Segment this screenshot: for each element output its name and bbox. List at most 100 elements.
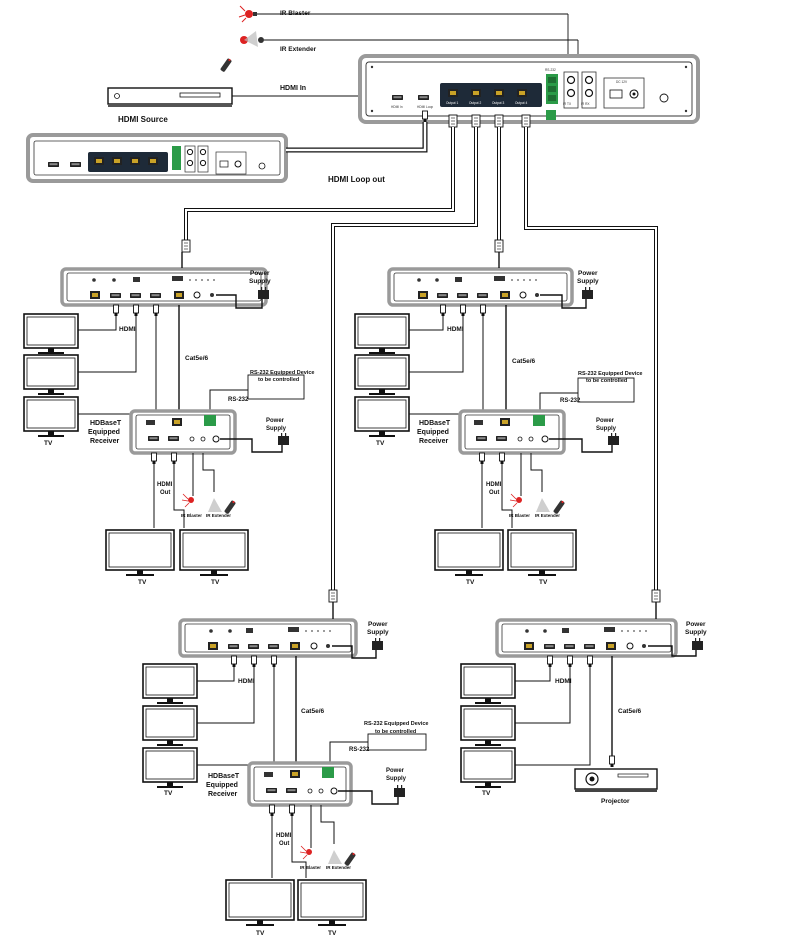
svg-text:TV: TV — [539, 579, 548, 586]
power-adapter-b — [582, 287, 593, 299]
svg-text:Cat5e/6: Cat5e/6 — [301, 708, 325, 715]
hdbaset-receiver-a — [129, 409, 237, 455]
rs232-plug — [546, 110, 556, 120]
svg-text:Cat5e/6: Cat5e/6 — [618, 708, 642, 715]
splitter-block-d — [495, 618, 678, 658]
rj45-plug-a — [181, 239, 191, 253]
tv-output-a2 — [179, 529, 249, 577]
svg-text:to be controlled: to be controlled — [586, 378, 627, 384]
remote-icon — [219, 58, 233, 73]
ir-blaster-icon — [238, 5, 257, 23]
power-adapter-c — [372, 638, 383, 650]
svg-text:IR Extender: IR Extender — [535, 513, 560, 518]
svg-text:Supply: Supply — [249, 278, 271, 285]
svg-text:TV: TV — [482, 790, 491, 797]
power-adapter-c2 — [394, 785, 405, 797]
svg-text:IR Blaster: IR Blaster — [181, 513, 202, 518]
splitter-block-c — [178, 618, 358, 658]
cat-cables — [184, 127, 658, 590]
svg-text:IR Extender: IR Extender — [326, 865, 351, 870]
splitter-block-b — [387, 267, 574, 307]
svg-text:IR Blaster: IR Blaster — [300, 865, 321, 870]
tv-output-c1 — [225, 879, 295, 927]
svg-text:Output 3: Output 3 — [492, 101, 504, 105]
svg-text:Supply: Supply — [386, 776, 407, 782]
svg-text:Supply: Supply — [685, 629, 707, 636]
svg-text:RS-232: RS-232 — [349, 747, 370, 753]
ir-extender-icon-a — [208, 498, 222, 512]
svg-text:RS-232: RS-232 — [545, 68, 556, 72]
svg-text:Cat5e/6: Cat5e/6 — [512, 358, 536, 365]
svg-text:RS-232 Equipped Device: RS-232 Equipped Device — [578, 371, 643, 377]
tv-output-b2 — [507, 529, 577, 577]
receiver-label: HDBaseT — [90, 420, 122, 427]
svg-text:Power: Power — [266, 418, 285, 424]
rj45-plug-3 — [494, 114, 504, 128]
hdmi-label: HDMI — [119, 326, 136, 333]
svg-text:HDBaseT: HDBaseT — [419, 420, 451, 427]
svg-text:HDMI: HDMI — [276, 833, 292, 839]
rs232-device-b — [577, 377, 635, 403]
ir-extender-icon-c — [328, 850, 342, 864]
rj45-plug-2 — [471, 114, 481, 128]
power-adapter-d — [692, 638, 703, 650]
svg-text:TV: TV — [164, 790, 173, 797]
hdmi-in-label: HDMI In — [280, 85, 306, 92]
svg-text:HDBaseT: HDBaseT — [208, 773, 240, 780]
ir-extender-label: IR Extender — [280, 46, 317, 53]
svg-text:Supply: Supply — [596, 426, 617, 432]
svg-text:Supply: Supply — [266, 426, 287, 432]
tv-output-a1 — [105, 529, 175, 577]
svg-text:IR TX: IR TX — [563, 102, 572, 106]
svg-text:TV: TV — [256, 930, 265, 937]
svg-text:TV: TV — [328, 930, 337, 937]
ir-blaster-icon-c — [299, 845, 313, 860]
svg-text:TV: TV — [211, 579, 220, 586]
hdmi-source-device — [107, 87, 233, 107]
svg-text:HDMI: HDMI — [486, 482, 502, 488]
rj45-plug-b — [494, 239, 504, 253]
svg-text:Power: Power — [686, 621, 706, 628]
svg-text:Out: Out — [279, 841, 289, 847]
hdmi-source-label: HDMI Source — [118, 115, 168, 124]
ir-blaster-label: IR Blaster — [280, 10, 311, 17]
rj45-plug-4 — [521, 114, 531, 128]
svg-text:Power: Power — [578, 270, 598, 277]
svg-text:Equipped: Equipped — [417, 429, 449, 436]
svg-text:Out: Out — [489, 490, 499, 496]
hdbaset-receiver-b — [458, 409, 566, 455]
svg-text:Supply: Supply — [367, 629, 389, 636]
tv-output-c2 — [297, 879, 367, 927]
svg-text:TV: TV — [466, 579, 475, 586]
ir-blaster-icon-b — [509, 493, 523, 508]
svg-text:Supply: Supply — [577, 278, 599, 285]
svg-text:Equipped: Equipped — [206, 782, 238, 789]
ir-blaster-icon-a — [181, 493, 195, 508]
svg-text:Out: Out — [160, 490, 170, 496]
rj45-plug-1 — [448, 114, 458, 128]
power-adapter-a2 — [278, 433, 289, 445]
splitter-block-a — [60, 267, 268, 307]
svg-text:Output 4: Output 4 — [515, 101, 527, 105]
svg-text:HDMI: HDMI — [555, 678, 572, 685]
power-adapter-b2 — [608, 433, 619, 445]
hdbaset-receiver-c — [247, 761, 353, 807]
svg-text:to be controlled: to be controlled — [258, 377, 299, 383]
hdmi-out-label: HDMI — [157, 482, 173, 488]
hdmi-loop-out-label: HDMI Loop out — [328, 175, 385, 184]
svg-text:IR Extender: IR Extender — [206, 513, 231, 518]
svg-text:TV: TV — [376, 440, 385, 447]
tv-stack-d — [460, 663, 516, 789]
svg-text:to be controlled: to be controlled — [375, 729, 416, 735]
hdbaset-splitter-main: HDMI In HDMI Loop Output 1 Output 2 Outp… — [358, 54, 700, 124]
svg-text:IR RX: IR RX — [581, 102, 590, 106]
svg-text:TV: TV — [138, 579, 147, 586]
tv-stack-b — [354, 313, 410, 438]
svg-text:Power: Power — [368, 621, 388, 628]
cat-label: Cat5e/6 — [185, 355, 209, 362]
svg-text:HDMI: HDMI — [238, 678, 255, 685]
svg-text:Receiver: Receiver — [90, 438, 119, 445]
rs232-device-c — [367, 733, 427, 751]
projector-label: Projector — [601, 798, 630, 805]
